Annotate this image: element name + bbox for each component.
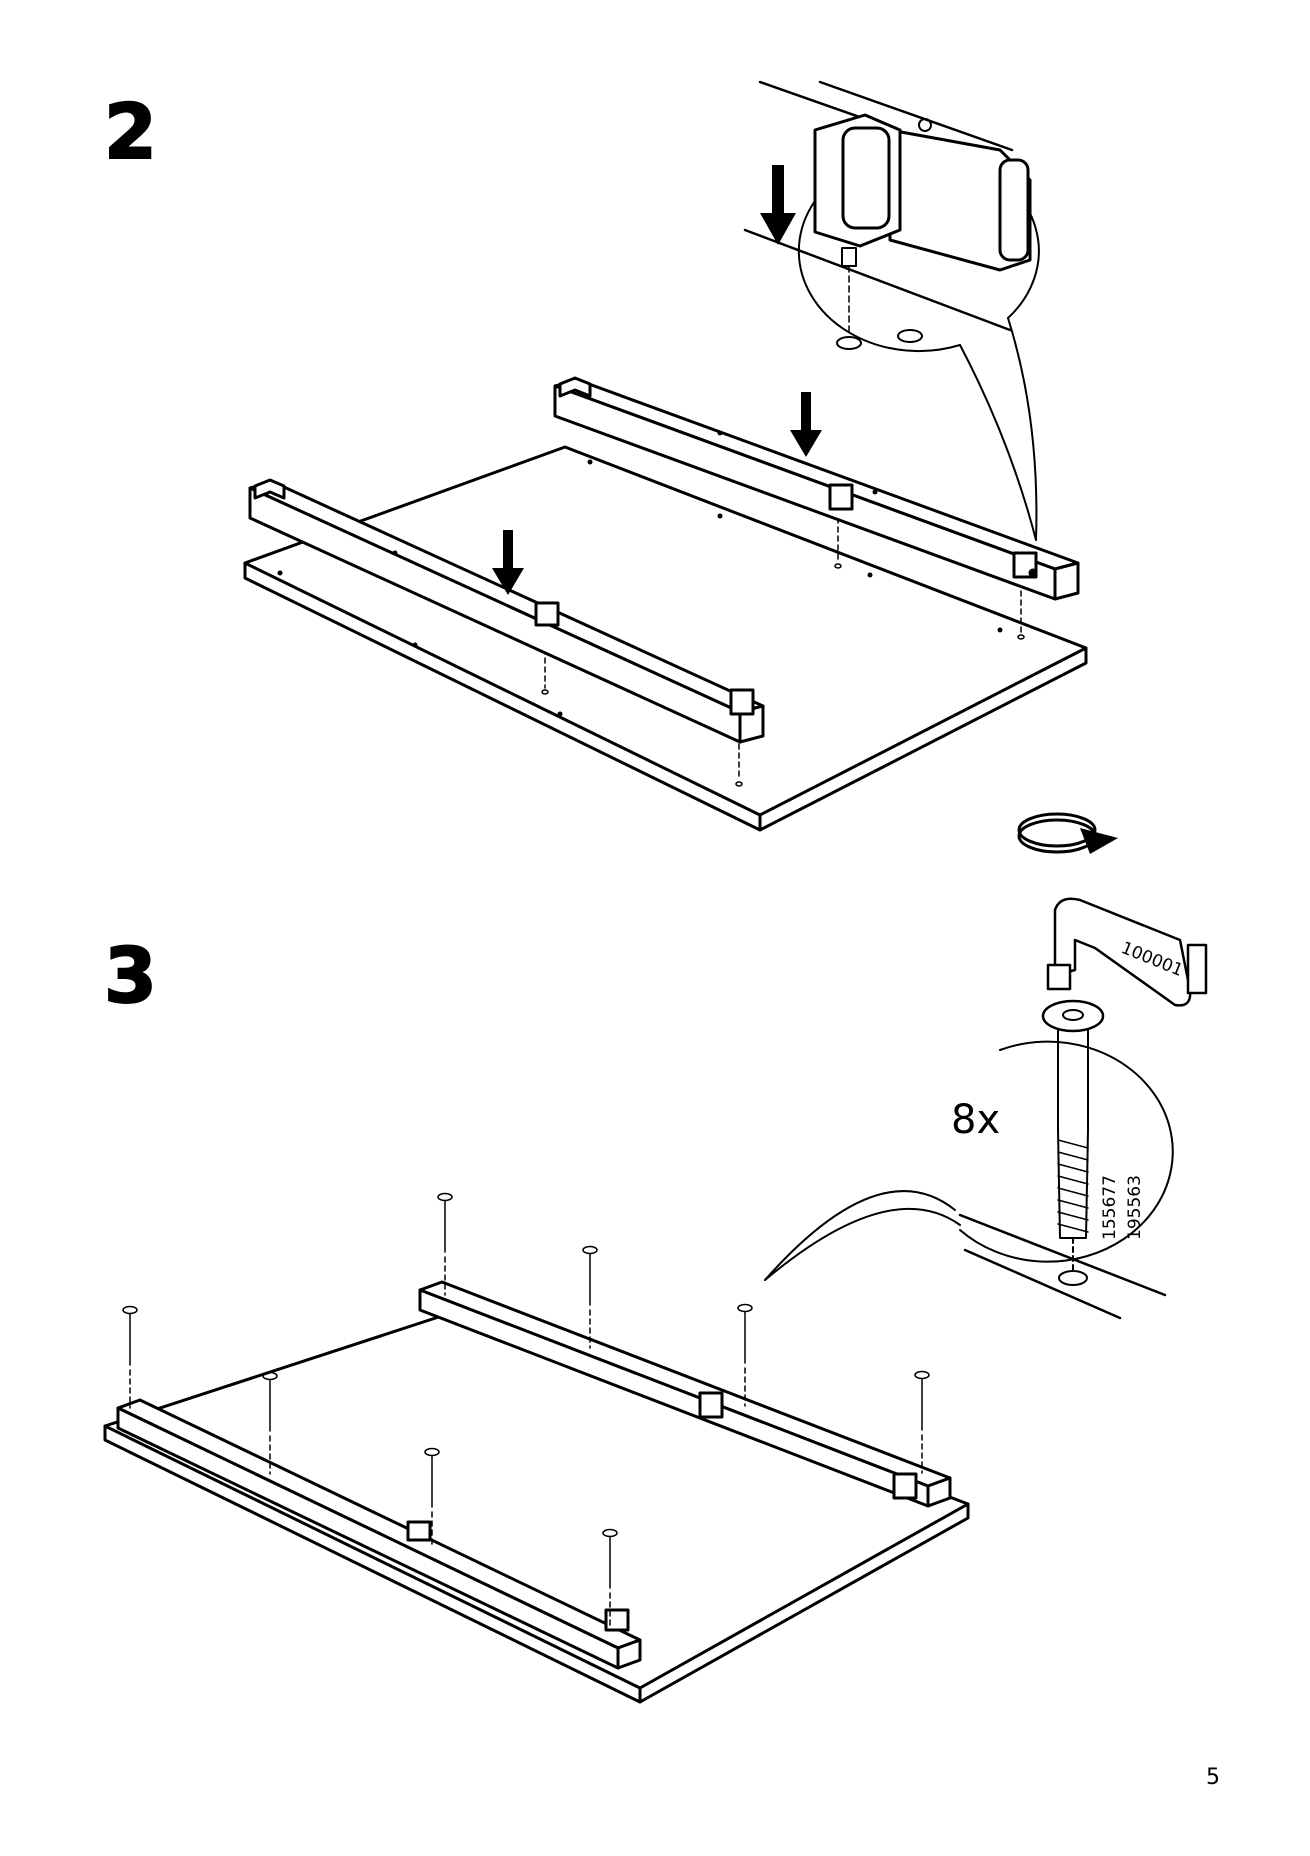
step3-rail-back xyxy=(418,1280,952,1508)
step3-rail-front xyxy=(116,1398,642,1670)
step3-detail-callout xyxy=(764,999,1174,1320)
page-number: 5 xyxy=(1206,1765,1220,1790)
step2-panel xyxy=(243,445,1088,832)
screw-2 xyxy=(262,1371,278,1475)
screw-5 xyxy=(737,1303,753,1407)
screw-4 xyxy=(582,1245,598,1349)
step2-pegs xyxy=(541,517,1025,787)
bolt-thread-hatching xyxy=(1057,1139,1089,1233)
step2-rail-front xyxy=(248,478,765,744)
screw-1 xyxy=(122,1305,138,1409)
screw-7 xyxy=(424,1447,440,1546)
step2-detail-callout xyxy=(743,80,1040,541)
step2-down-arrow-right xyxy=(790,392,822,457)
step3-panel xyxy=(103,1308,970,1704)
bolt-quantity: 8x xyxy=(951,1097,1000,1143)
step-number-3: 3 xyxy=(103,931,158,1020)
screw-3 xyxy=(437,1192,453,1296)
screw-8 xyxy=(602,1528,618,1627)
step2-illustration xyxy=(243,80,1088,832)
step2-detail-arrow xyxy=(760,165,796,245)
step-number-2: 2 xyxy=(103,87,158,176)
step2-rail-back xyxy=(553,376,1080,601)
step2-down-arrow-left xyxy=(492,530,524,595)
allen-key-icon xyxy=(1046,897,1208,1007)
step2-rail-holes xyxy=(392,430,878,556)
screw-6 xyxy=(914,1370,930,1474)
bolt-part-number-a: 155677 xyxy=(1100,1175,1120,1240)
rotate-clockwise-icon xyxy=(1017,812,1118,854)
step2-panel-holes xyxy=(277,459,1003,717)
bolt-part-number-b: 195563 xyxy=(1125,1175,1145,1240)
step3-screws xyxy=(122,1192,930,1627)
step3-illustration: 100001 8x 155677 195563 xyxy=(103,812,1208,1704)
